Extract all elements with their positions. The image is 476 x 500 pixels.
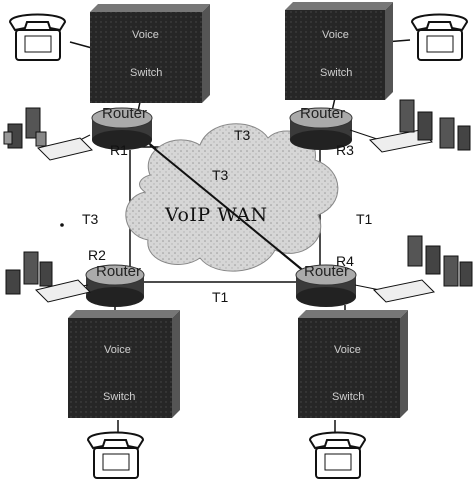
router-r3-id: R3 <box>336 143 354 157</box>
voice-switch-3 <box>285 2 393 100</box>
telephone-icon-2 <box>88 433 143 479</box>
router-r4-id: R4 <box>336 254 354 268</box>
telephone-icon-4 <box>310 433 365 479</box>
switch-3-line2: Switch <box>320 68 352 79</box>
switch-1-line1: Voice <box>132 30 159 41</box>
switch-4-line2: Switch <box>332 392 364 403</box>
link-r2-r4-label: T1 <box>212 290 228 304</box>
switch-4-line1: Voice <box>334 345 361 356</box>
router-r3-word: Router <box>300 106 345 121</box>
link-r3-r4-label: T1 <box>356 212 372 226</box>
link-r1-r2-label: T3 <box>82 212 98 226</box>
link-r1-r3-label: T3 <box>234 128 250 142</box>
switch-1-line2: Switch <box>130 68 162 79</box>
switch-2-line2: Switch <box>103 392 135 403</box>
switch-3-line1: Voice <box>322 30 349 41</box>
link-phone1 <box>70 42 92 48</box>
telephone-icon-1 <box>10 15 65 61</box>
router-r1-word: Router <box>102 106 147 121</box>
workstations-r4 <box>355 236 472 302</box>
workstations-r3 <box>350 100 470 152</box>
bullet-dot <box>60 223 64 227</box>
router-r1-id: R1 <box>110 143 128 157</box>
workstations-r1 <box>4 108 92 160</box>
voice-switch-1 <box>90 4 210 103</box>
router-r2-word: Router <box>96 264 141 279</box>
workstations-r2 <box>6 252 90 302</box>
switch-2-line1: Voice <box>104 345 131 356</box>
router-r2-id: R2 <box>88 248 106 262</box>
wan-cloud-label: VoIP WAN <box>165 206 268 225</box>
link-r1-r4-label: T3 <box>212 168 228 182</box>
telephone-icon-3 <box>412 15 467 61</box>
